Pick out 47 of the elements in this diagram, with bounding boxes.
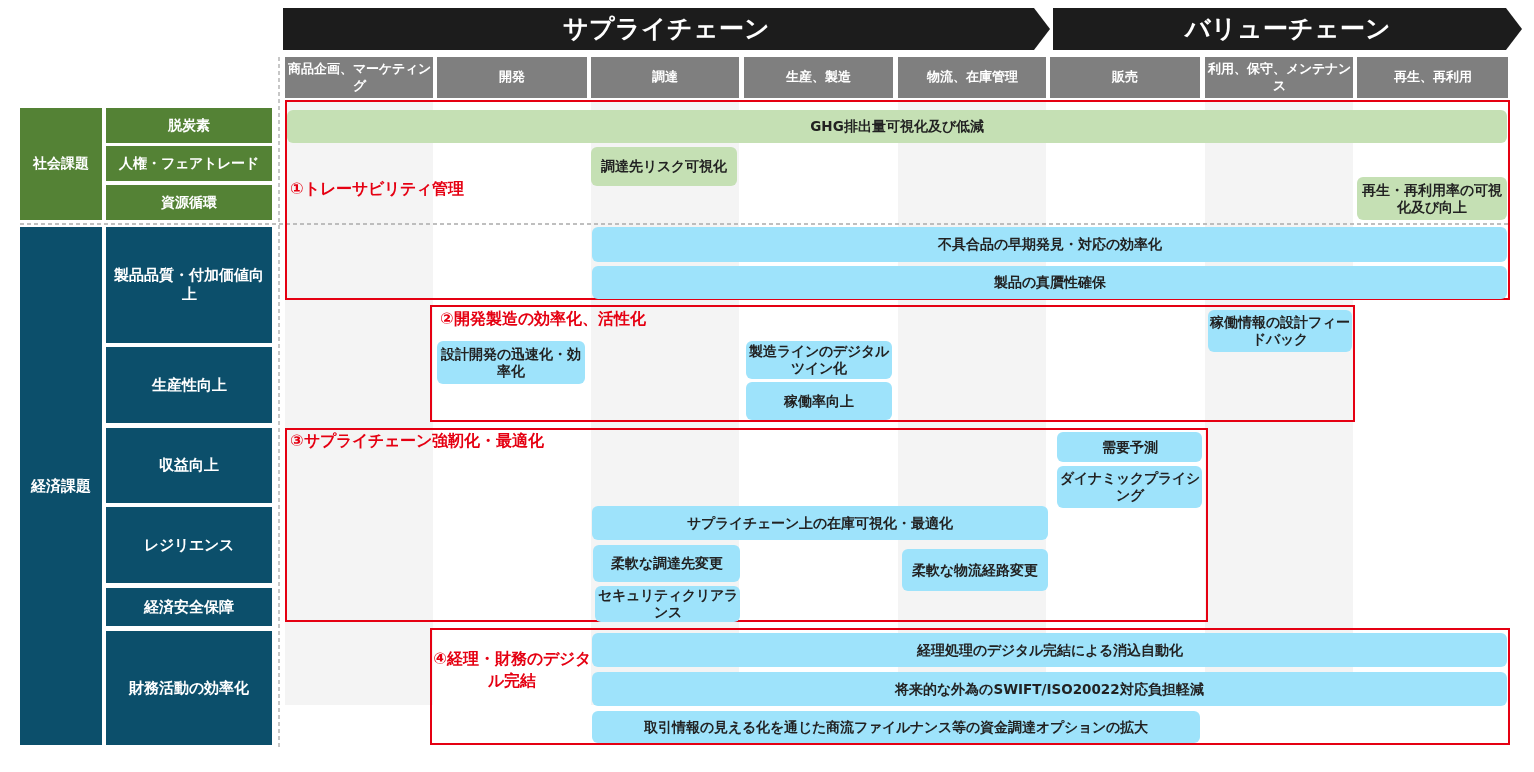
item-box: 設計開発の迅速化・効率化 <box>437 341 585 384</box>
group-title: ①トレーサビリティ管理 <box>290 178 465 200</box>
item-box: 需要予測 <box>1057 432 1202 462</box>
chevron-banner: バリューチェーン <box>1053 8 1522 50</box>
item-box: 取引情報の見える化を通じた商流ファイルナンス等の資金調達オプションの拡大 <box>592 711 1200 743</box>
group-title: ④経理・財務のデジタル完結 <box>432 648 592 693</box>
group-title: ③サプライチェーン強靭化・最適化 <box>290 430 545 452</box>
category-box: 資源循環 <box>106 185 272 220</box>
column-header: 再生、再利用 <box>1357 57 1508 98</box>
item-box: 再生・再利用率の可視化及び向上 <box>1357 177 1507 220</box>
item-box: セキュリティクリアランス <box>595 586 740 622</box>
category-box: 経済課題 <box>20 227 102 745</box>
column-header: 商品企画、マーケティング <box>285 57 433 98</box>
item-box: 製品の真贋性確保 <box>592 266 1507 299</box>
category-box: 脱炭素 <box>106 108 272 143</box>
group-frame <box>430 305 1355 422</box>
category-box: 人権・フェアトレード <box>106 146 272 181</box>
category-box: 生産性向上 <box>106 347 272 423</box>
item-box: 経理処理のデジタル完結による消込自動化 <box>592 633 1507 667</box>
column-header: 調達 <box>591 57 739 98</box>
column-header: 開発 <box>437 57 587 98</box>
column-header: 物流、在庫管理 <box>898 57 1046 98</box>
chevron-banner: サプライチェーン <box>283 8 1050 50</box>
item-box: サプライチェーン上の在庫可視化・最適化 <box>592 506 1048 540</box>
item-box: GHG排出量可視化及び低減 <box>287 110 1507 143</box>
item-box: ダイナミックプライシング <box>1057 466 1202 508</box>
item-box: 製造ラインのデジタルツイン化 <box>746 341 892 379</box>
group-frame <box>285 100 1510 300</box>
column-header: 利用、保守、メンテナンス <box>1205 57 1353 98</box>
item-box: 稼働情報の設計フィードバック <box>1208 310 1352 352</box>
category-box: 社会課題 <box>20 108 102 220</box>
item-box: 稼働率向上 <box>746 382 892 420</box>
category-box: 製品品質・付加価値向上 <box>106 227 272 343</box>
column-header: 生産、製造 <box>744 57 893 98</box>
item-box: 不具合品の早期発見・対応の効率化 <box>592 227 1507 262</box>
category-box: 収益向上 <box>106 428 272 503</box>
item-box: 将来的な外為のSWIFT/ISO20022対応負担軽減 <box>592 672 1507 706</box>
item-box: 調達先リスク可視化 <box>591 147 737 186</box>
category-box: 経済安全保障 <box>106 588 272 626</box>
group-frame <box>285 428 1208 622</box>
item-box: 柔軟な調達先変更 <box>593 545 740 582</box>
item-box: 柔軟な物流経路変更 <box>902 549 1048 591</box>
group-title: ②開発製造の効率化、活性化 <box>440 308 647 330</box>
category-box: 財務活動の効率化 <box>106 631 272 745</box>
column-header: 販売 <box>1050 57 1200 98</box>
category-box: レジリエンス <box>106 507 272 583</box>
group-frame <box>430 628 1510 745</box>
